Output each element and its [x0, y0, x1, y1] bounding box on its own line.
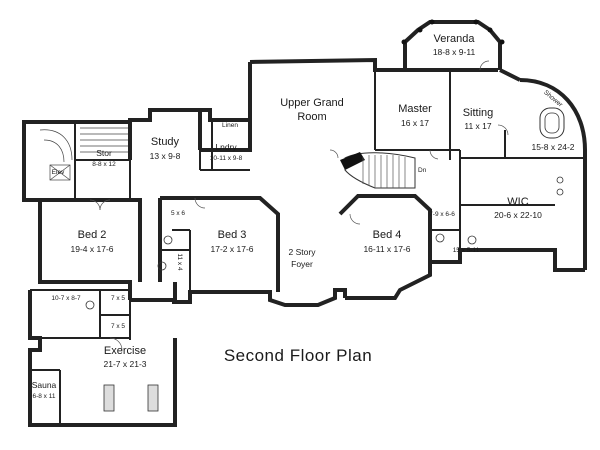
closet-11x4-dims: 11 x 4: [176, 253, 183, 271]
exercise-label: Exercise: [104, 345, 146, 357]
sauna-label: Sauna: [32, 380, 57, 390]
closet-7x6-dims: 7-9 x 6-6: [429, 211, 455, 218]
laundry-label: Lndry: [215, 142, 237, 152]
exterior-walls: [22, 20, 587, 427]
bed2-label: Bed 2: [78, 229, 107, 241]
veranda-columns: [401, 19, 505, 45]
bed2-dims: 19-4 x 17-6: [71, 244, 114, 254]
veranda-label: Veranda: [434, 33, 476, 45]
closet-5x6-dims: 5 x 6: [171, 210, 185, 217]
master-label: Master: [398, 103, 432, 115]
bed3-label: Bed 3: [218, 229, 247, 241]
upper-grand-room-label-2: Room: [297, 111, 326, 123]
staircase-left: [39, 127, 128, 181]
linen-label: Linen: [222, 122, 238, 129]
stor-label: Stor: [96, 148, 112, 158]
study-label: Study: [151, 136, 180, 148]
study-dims: 13 x 9-8: [150, 151, 181, 161]
room-labels: Veranda 18-8 x 9-11 Upper Grand Room Mas…: [32, 33, 575, 400]
foyer-label: 2 Story: [289, 247, 317, 257]
bed-closet-fixtures: [85, 176, 564, 310]
stor-dims: 8-8 x 12: [92, 161, 116, 168]
closet-7x5b-dims: 7 x 5: [111, 323, 125, 330]
closet-7x5a-dims: 7 x 5: [111, 295, 125, 302]
foyer-label-2: Foyer: [291, 259, 313, 269]
sitting-label: Sitting: [463, 107, 494, 119]
bed4-dims: 16-11 x 17-6: [363, 244, 410, 254]
exercise-equipment-icon: [103, 384, 159, 412]
door-swings: [89, 60, 509, 351]
bathtub-icon: [539, 107, 565, 139]
plan-title: Second Floor Plan: [224, 346, 372, 365]
upper-grand-room-label: Upper Grand: [280, 97, 344, 109]
wic-dims: 20-6 x 22-10: [494, 210, 542, 220]
exercise-dims: 21-7 x 21-3: [104, 359, 147, 369]
closet-10x7-dims: 10-7 x 8-7: [51, 295, 81, 302]
bed4-label: Bed 4: [373, 229, 402, 241]
laundry-dims: 10-11 x 9-8: [210, 155, 243, 162]
interior-walls: [30, 70, 585, 425]
elevator-label: Elev: [52, 169, 65, 176]
sauna-dims: 6-8 x 11: [32, 393, 55, 400]
veranda-dims: 18-8 x 9-11: [433, 47, 476, 57]
bed3-dims: 17-2 x 17-6: [211, 244, 254, 254]
wic-label: WIC: [507, 196, 528, 208]
closet-15x5-dims: 15 x 5-11: [453, 247, 480, 254]
svg-text:Dn: Dn: [418, 167, 427, 174]
master-bath-dims: 15-8 x 24-2: [532, 142, 575, 152]
staircase-right: Dn: [340, 152, 427, 189]
master-dims: 16 x 17: [401, 118, 429, 128]
sitting-dims: 11 x 17: [464, 121, 492, 131]
